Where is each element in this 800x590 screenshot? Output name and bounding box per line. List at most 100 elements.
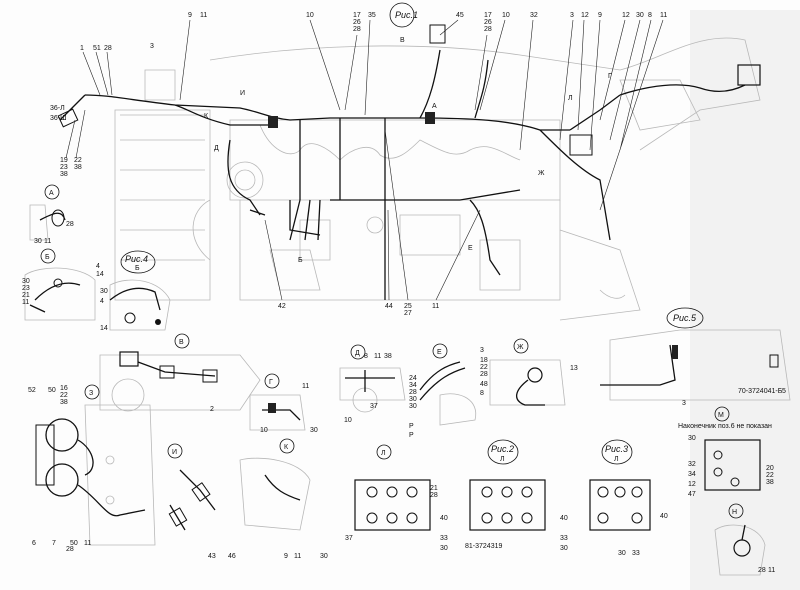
svg-text:20: 20 [766,465,774,472]
svg-text:35: 35 [368,12,376,19]
view-fig4: Рис.4 Б 30 4 14 [100,250,171,332]
svg-text:Д: Д [214,145,219,152]
svg-text:11: 11 [200,12,207,19]
svg-text:70-3724041-Б: 70-3724041-Б [738,388,783,395]
svg-text:24: 24 [409,375,417,382]
main-harness [57,24,761,300]
svg-text:10: 10 [344,417,352,424]
svg-text:30: 30 [100,288,108,295]
svg-text:45: 45 [456,12,464,19]
svg-text:Рис.4: Рис.4 [125,254,148,264]
svg-text:Л: Л [381,450,386,457]
svg-text:А: А [49,190,54,197]
svg-text:3: 3 [682,400,686,407]
svg-text:И: И [240,90,245,97]
svg-text:28: 28 [480,371,488,378]
svg-text:30: 30 [22,278,30,285]
svg-text:22: 22 [480,364,488,371]
svg-text:26: 26 [484,19,492,26]
svg-text:23: 23 [60,164,68,171]
svg-text:40: 40 [440,515,448,522]
svg-text:18: 18 [480,357,488,364]
svg-text:Рис.3: Рис.3 [605,444,628,454]
svg-text:38: 38 [766,479,774,486]
svg-text:28: 28 [409,389,417,396]
svg-text:Наконечник поз.6 не показан: Наконечник поз.6 не показан [678,423,772,430]
svg-text:28: 28 [430,492,438,499]
svg-text:47: 47 [688,491,696,498]
svg-text:P: P [409,432,414,439]
svg-text:З: З [89,390,93,397]
svg-text:Г: Г [269,379,273,386]
svg-text:30: 30 [409,403,417,410]
svg-text:К: К [204,113,209,120]
svg-text:81-3724319: 81-3724319 [465,543,502,550]
svg-text:К: К [284,444,289,451]
svg-text:В: В [400,37,405,44]
svg-text:3: 3 [150,43,154,50]
svg-text:17: 17 [353,12,361,19]
svg-text:50: 50 [48,387,56,394]
svg-text:34: 34 [409,382,417,389]
svg-text:3: 3 [570,12,574,19]
svg-text:30: 30 [409,396,417,403]
svg-text:1: 1 [80,45,84,52]
svg-text:Б: Б [298,257,303,264]
svg-text:23: 23 [22,285,30,292]
svg-text:11: 11 [302,383,309,390]
view-v: В 2 [99,333,261,413]
svg-text:9: 9 [188,12,192,19]
svg-text:2: 2 [210,406,214,413]
svg-text:8: 8 [364,353,368,360]
svg-text:28: 28 [353,26,361,33]
svg-text:А: А [432,103,437,110]
svg-text:40: 40 [560,515,568,522]
svg-text:22: 22 [74,157,82,164]
svg-text:11: 11 [22,299,29,306]
svg-text:28: 28 [104,45,112,52]
view-b: Б 30 23 21 4 14 11 [22,248,104,321]
svg-text:30: 30 [688,435,696,442]
svg-text:43: 43 [208,553,216,560]
view-i: И 43 46 [167,443,236,560]
svg-text:25: 25 [404,303,412,310]
svg-text:38: 38 [60,399,68,406]
svg-text:11: 11 [768,567,775,574]
svg-text:48: 48 [480,381,488,388]
svg-text:30: 30 [320,553,328,560]
svg-text:38: 38 [60,171,68,178]
svg-text:40: 40 [660,513,668,520]
svg-text:36-Ш: 36-Ш [50,115,67,122]
svg-text:30: 30 [310,427,318,434]
svg-text:30: 30 [618,550,626,557]
svg-text:46: 46 [228,553,236,560]
svg-text:12: 12 [581,12,589,19]
svg-text:Ж: Ж [538,170,545,177]
view-a: А 30 11 28 [29,184,74,245]
svg-text:10: 10 [260,427,268,434]
svg-text:38: 38 [384,353,392,360]
svg-text:Е: Е [468,245,473,252]
svg-text:Л: Л [568,95,573,102]
svg-text:36-Л: 36-Л [50,105,65,112]
svg-text:Рис.2: Рис.2 [491,444,514,454]
svg-text:8: 8 [648,12,652,19]
svg-text:22: 22 [60,392,68,399]
svg-text:13: 13 [570,365,578,372]
main-title: Рис.1 [395,10,418,20]
svg-text:19: 19 [60,157,68,164]
svg-text:И: И [172,449,177,456]
svg-text:50: 50 [70,540,78,547]
svg-text:22: 22 [766,472,774,479]
view-fig3: Рис.3 Л 40 30 33 [589,439,668,557]
svg-text:28: 28 [484,26,492,33]
svg-text:3: 3 [480,347,484,354]
svg-text:16: 16 [60,385,68,392]
svg-text:21: 21 [430,485,438,492]
view-m: М Наконечник поз.6 не показан 30 32 34 1… [678,406,774,498]
svg-text:Н: Н [732,509,737,516]
svg-text:52: 52 [28,387,36,394]
svg-text:27: 27 [404,310,412,317]
